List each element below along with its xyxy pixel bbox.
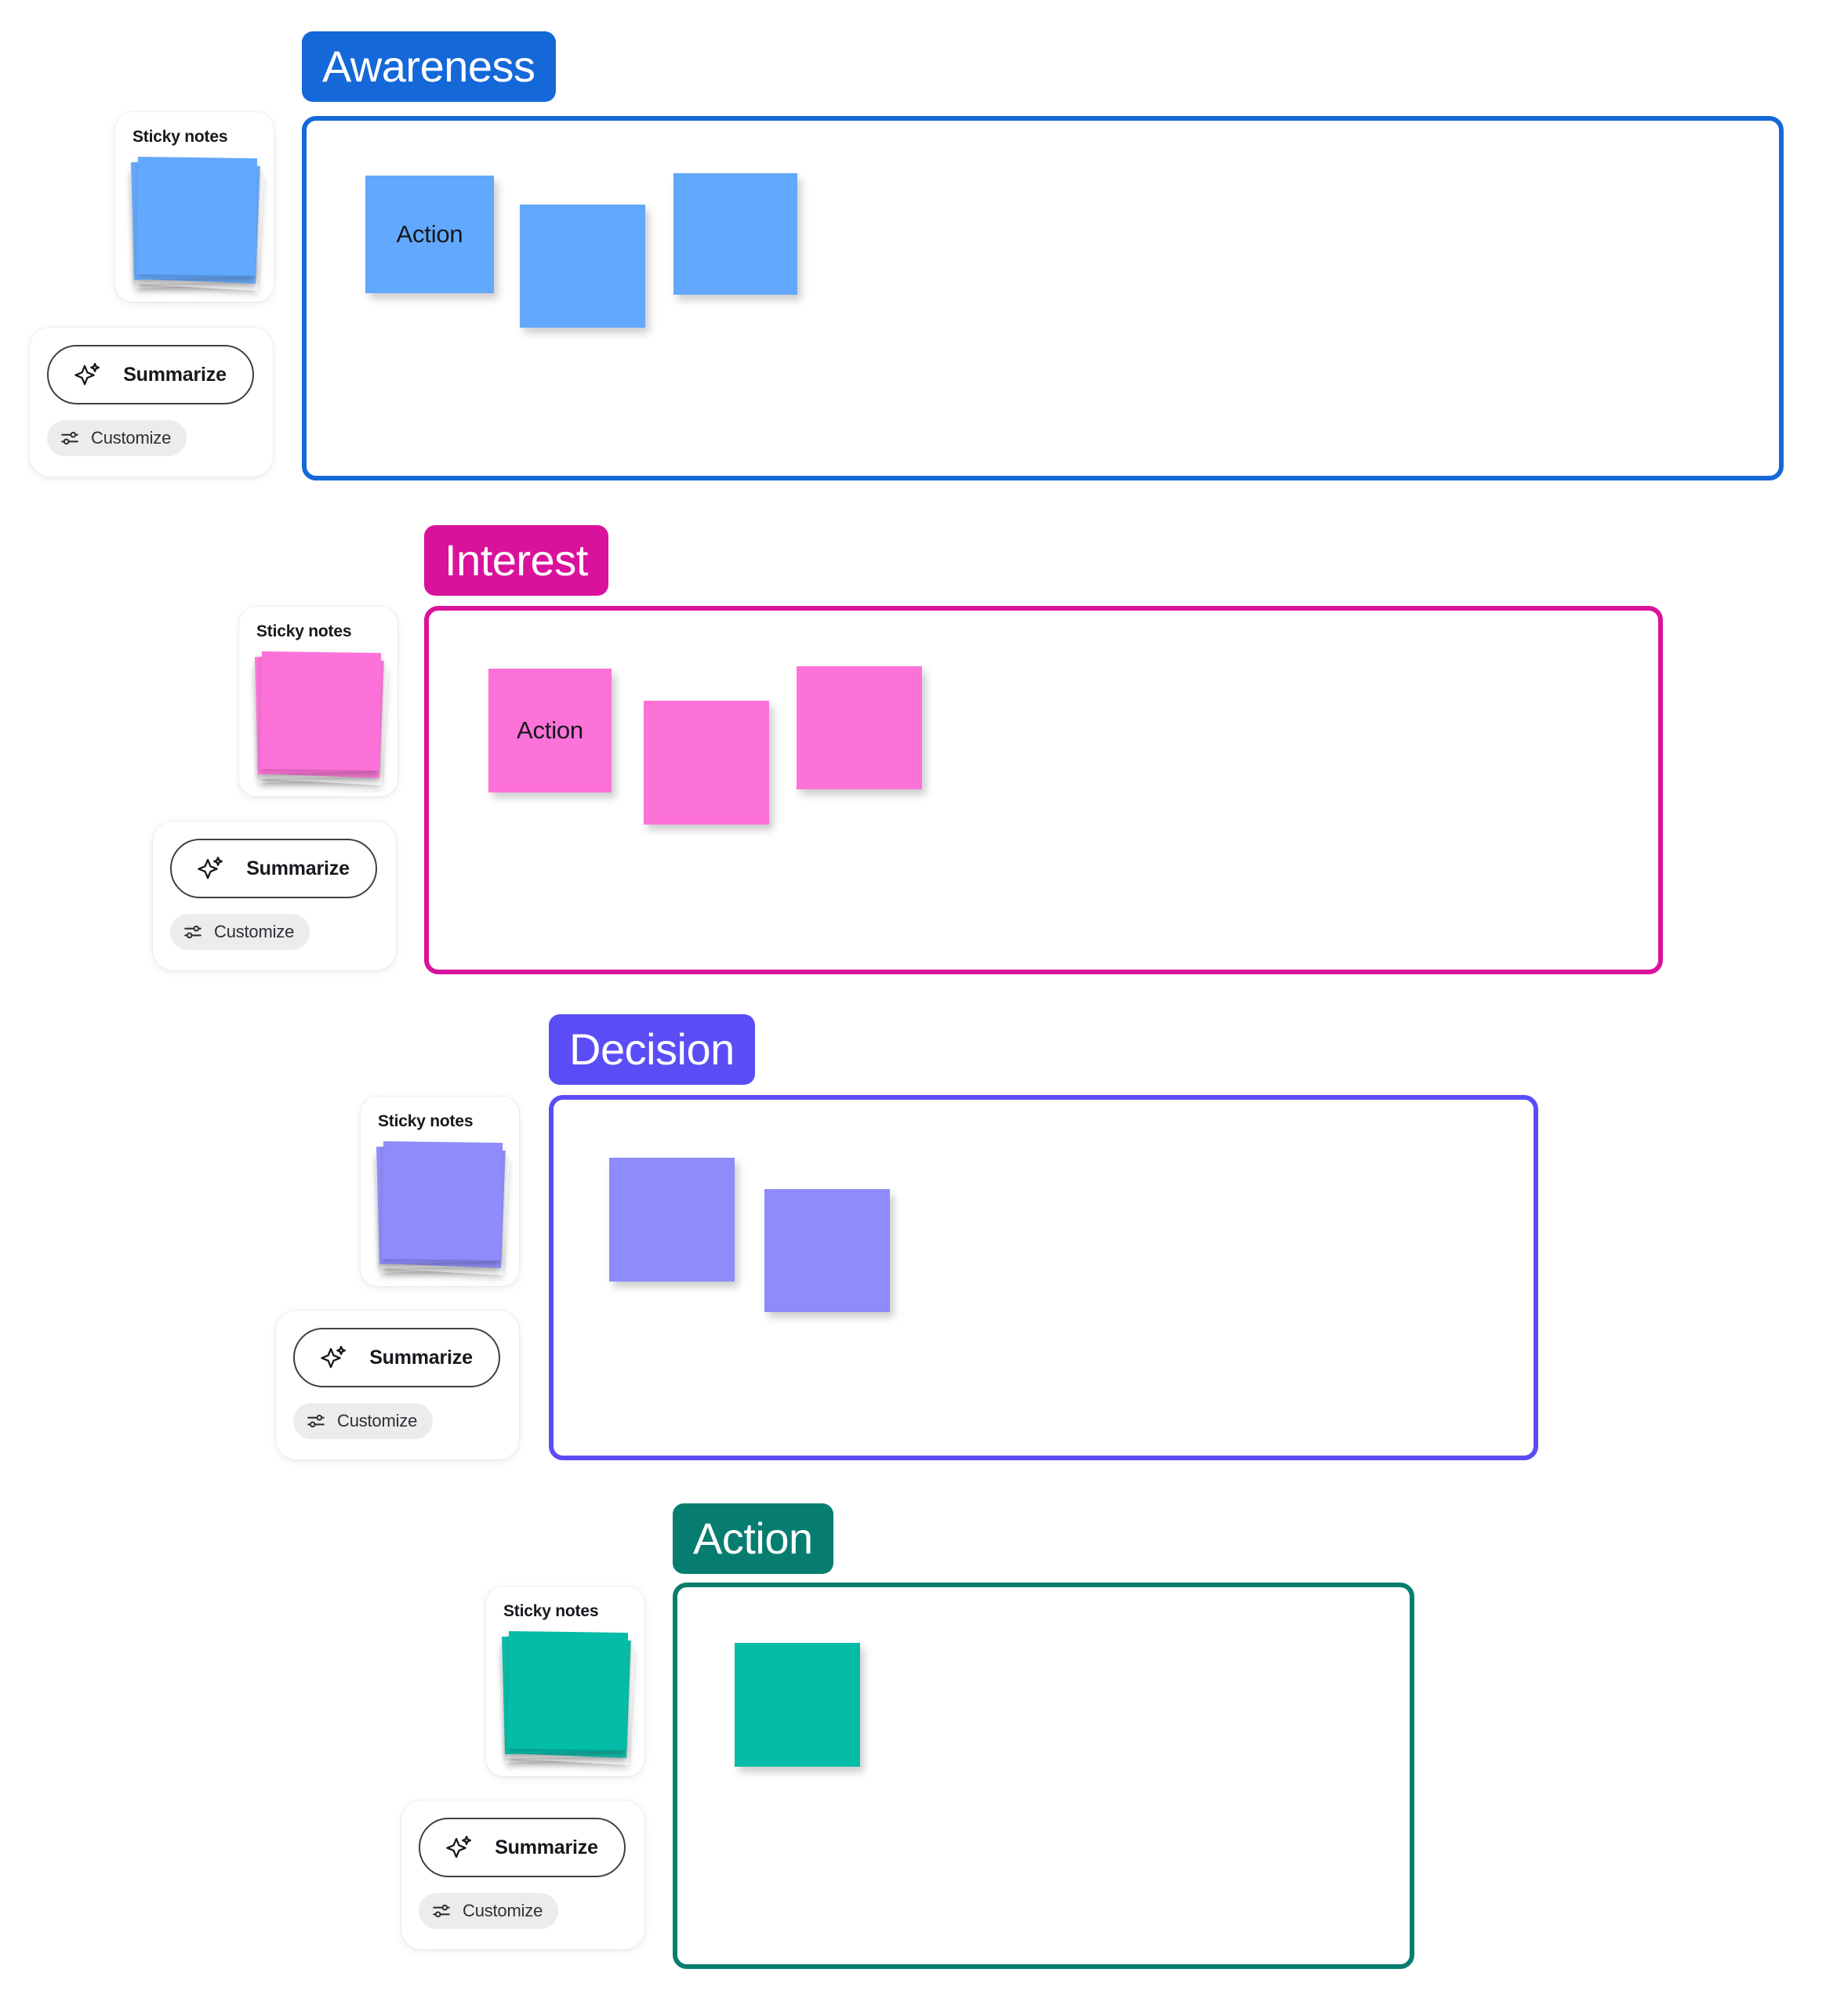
stage-badge-label: Decision [569,1024,735,1074]
customize-button-label: Customize [463,1901,543,1920]
sticky-note[interactable] [609,1158,735,1282]
sliders-icon [60,428,80,448]
stage-badge-interest[interactable]: Interest [424,525,608,596]
sticky-note[interactable]: Action [365,176,494,293]
sparkle-icon [446,1834,473,1861]
customize-button[interactable]: Customize [170,914,310,950]
stage-badge-decision[interactable]: Decision [549,1014,755,1085]
ai-panel-awareness: Summarize Customize [30,328,273,477]
sticky-notes-card-title: Sticky notes [503,1602,599,1620]
sticky-note[interactable] [644,701,769,825]
sticky-notes-card-title: Sticky notes [256,622,352,640]
ai-panel-decision: Summarize Customize [276,1311,519,1459]
ai-panel-action: Summarize Customize [401,1800,644,1949]
sliders-icon [306,1411,326,1431]
sticky-notes-card-awareness[interactable]: Sticky notes [115,112,274,302]
customize-button-label: Customize [214,922,295,941]
ai-panel-interest: Summarize Customize [153,821,396,970]
customize-button[interactable]: Customize [419,1893,559,1929]
summarize-button-label: Summarize [123,363,227,386]
sticky-stack-note [260,651,382,771]
sticky-notes-stack [129,156,267,297]
summarize-button[interactable]: Summarize [47,345,254,404]
sticky-notes-card-action[interactable]: Sticky notes [486,1586,644,1776]
summarize-button[interactable]: Summarize [293,1328,500,1387]
sticky-stack-note [136,156,258,277]
sticky-stack-note [381,1140,503,1261]
sparkle-icon [74,361,101,388]
sticky-notes-stack [375,1140,513,1282]
sticky-note-text: Action [517,716,583,744]
sticky-notes-stack [500,1630,638,1771]
summarize-button[interactable]: Summarize [419,1818,626,1877]
sticky-note-text: Action [396,220,463,248]
stage-badge-label: Action [693,1514,813,1563]
stage-badge-action[interactable]: Action [673,1503,833,1574]
sticky-notes-stack [253,651,391,792]
sticky-notes-card-decision[interactable]: Sticky notes [361,1097,519,1286]
summarize-button-label: Summarize [495,1836,598,1858]
customize-button[interactable]: Customize [47,420,187,456]
stage-badge-awareness[interactable]: Awareness [302,31,556,102]
sticky-note[interactable] [735,1643,860,1767]
sticky-notes-card-title: Sticky notes [378,1112,474,1130]
sticky-note[interactable]: Action [488,669,612,792]
sticky-notes-card-interest[interactable]: Sticky notes [239,607,397,796]
stage-frame-action[interactable] [673,1583,1414,1969]
sticky-note[interactable] [520,205,645,328]
sparkle-icon [321,1344,347,1371]
stage-badge-label: Interest [445,535,588,585]
summarize-button-label: Summarize [246,857,350,879]
summarize-button[interactable]: Summarize [170,839,377,898]
customize-button-label: Customize [91,428,172,448]
sticky-notes-card-title: Sticky notes [132,128,228,146]
customize-button[interactable]: Customize [293,1403,434,1439]
stage-frame-interest[interactable] [424,606,1663,974]
sticky-note[interactable] [764,1189,890,1312]
customize-button-label: Customize [337,1411,418,1430]
sliders-icon [183,922,203,942]
sticky-note[interactable] [797,666,922,789]
sliders-icon [431,1901,452,1921]
summarize-button-label: Summarize [369,1346,473,1369]
sticky-note[interactable] [673,173,797,295]
sparkle-icon [198,855,224,882]
stage-badge-label: Awareness [322,42,535,91]
sticky-stack-note [506,1630,629,1751]
